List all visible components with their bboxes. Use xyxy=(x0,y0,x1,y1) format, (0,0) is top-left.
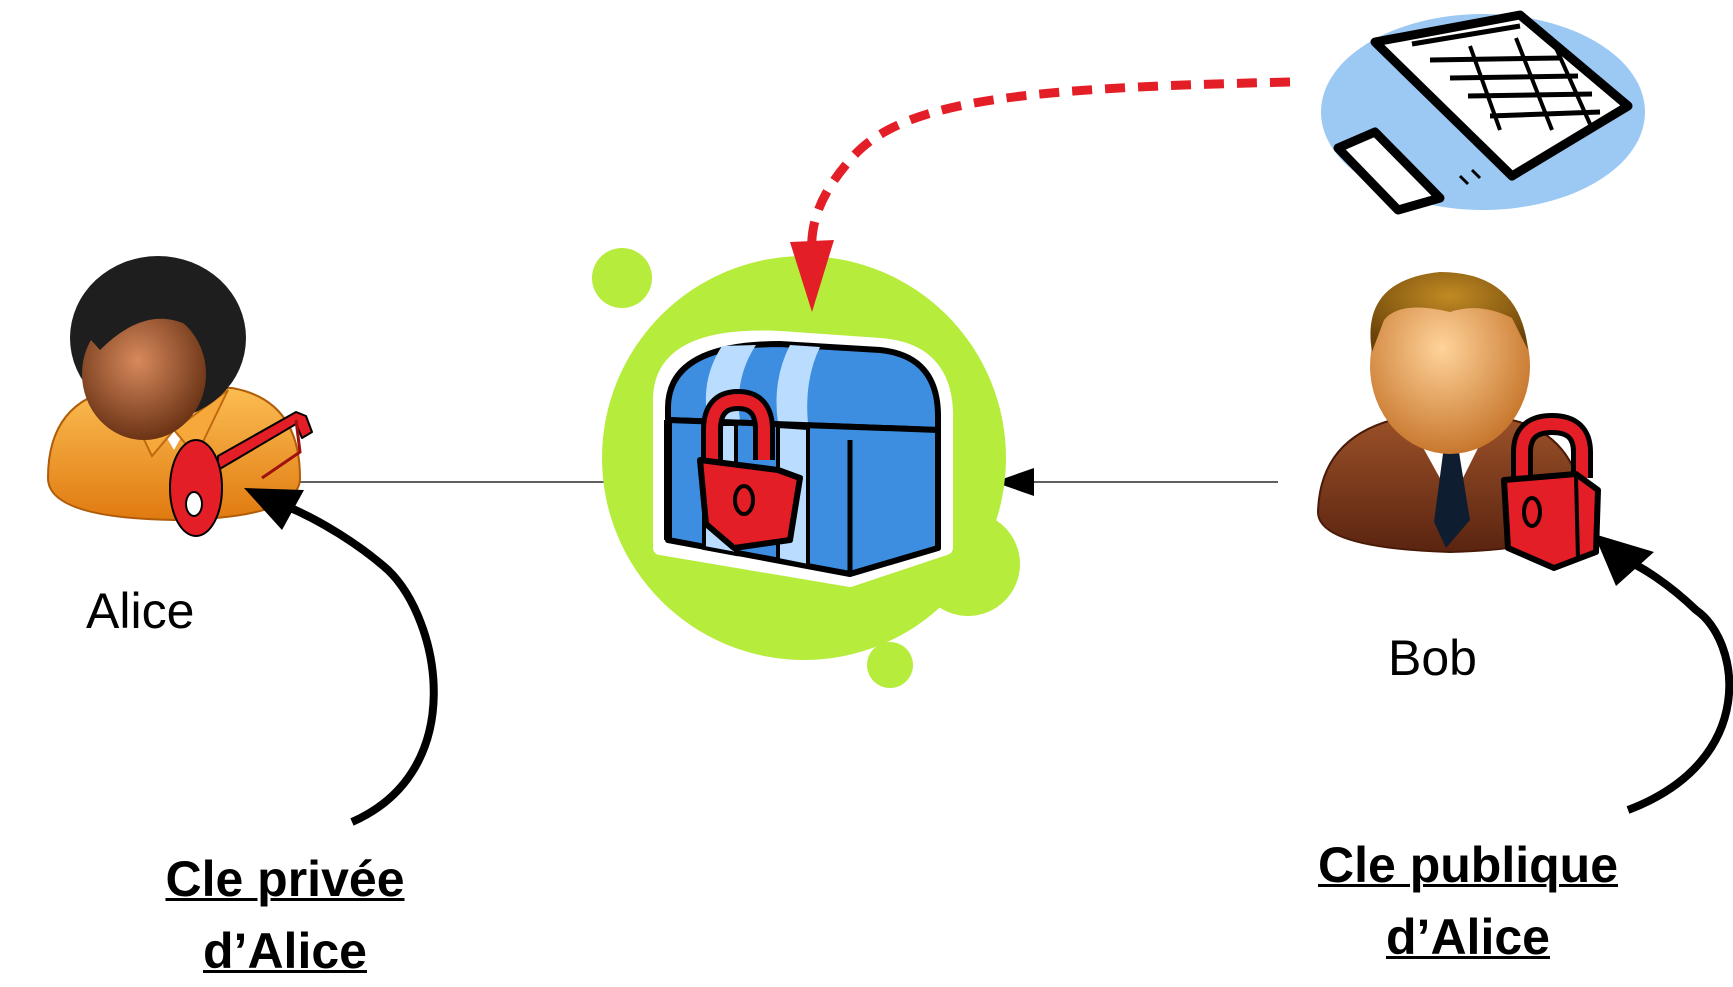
key-icon xyxy=(169,411,313,537)
locked-treasure-chest-icon xyxy=(653,330,954,587)
padlock-icon xyxy=(1501,412,1601,571)
private-key-label-line2: d’Alice xyxy=(203,923,367,979)
message-to-chest-dashed-arrow xyxy=(807,77,1291,259)
alice-person-icon xyxy=(46,256,302,522)
bob-to-chest-arrowhead xyxy=(994,468,1034,496)
private-key-pointer-arrowhead xyxy=(244,488,304,530)
public-key-pointer-arrow xyxy=(1622,556,1733,814)
alice-name-label: Alice xyxy=(86,583,194,639)
public-key-label-line2: d’Alice xyxy=(1386,909,1550,965)
private-key-label-line1: Cle privée xyxy=(165,851,405,907)
public-key-label-line1: Cle publique xyxy=(1318,837,1618,893)
public-key-label: Cle publique d’Alice xyxy=(1268,829,1668,973)
dashed-arrowhead xyxy=(790,240,834,312)
public-key-pointer-arrowhead xyxy=(1594,534,1654,586)
private-key-pointer-arrow xyxy=(284,502,438,826)
document-icon xyxy=(1321,10,1645,215)
bob-name-label: Bob xyxy=(1388,630,1477,686)
private-key-label: Cle privée d’Alice xyxy=(110,843,460,987)
